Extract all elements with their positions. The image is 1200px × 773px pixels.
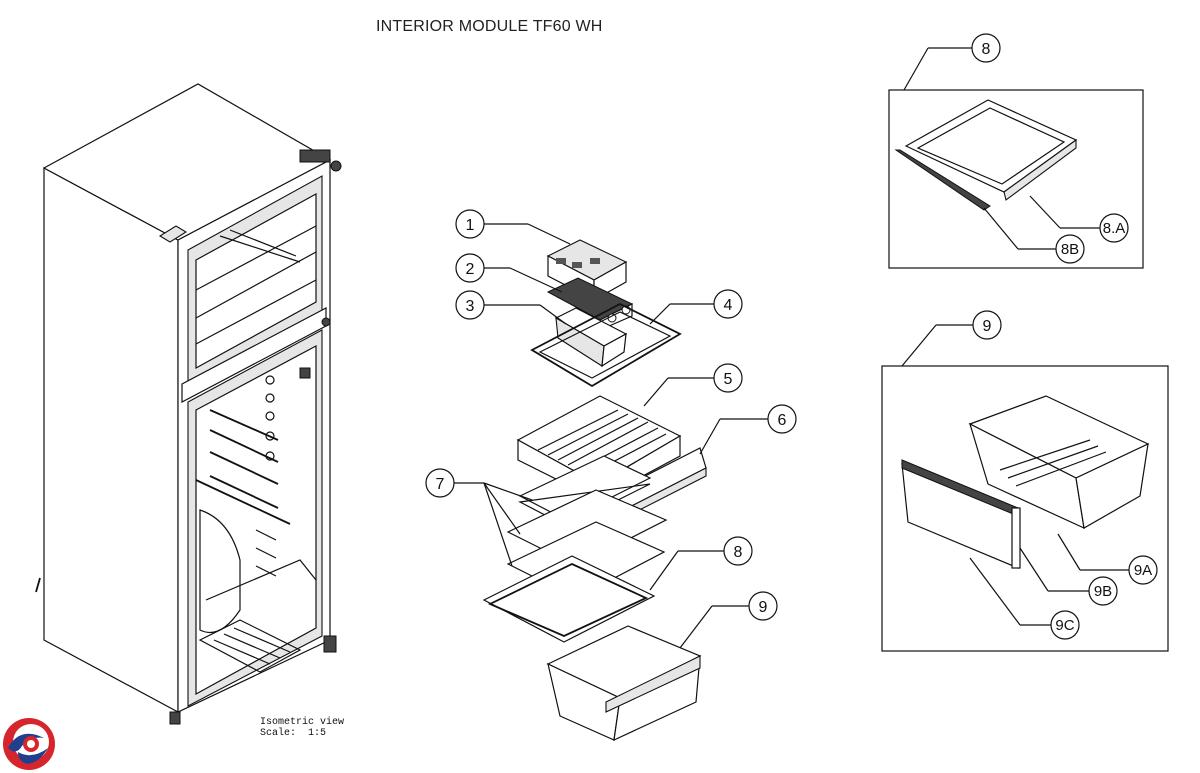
scale-label: Scale: 1:5 (260, 728, 327, 739)
part-4-freezer-frame (530, 302, 682, 388)
callout-2: 2 (455, 253, 563, 293)
callout-8: 8 (649, 536, 753, 591)
refrigerator-isometric (35, 83, 342, 725)
svg-text:3: 3 (466, 298, 475, 315)
svg-text:9: 9 (759, 599, 768, 616)
callout-1: 1 (455, 209, 571, 245)
detail-box-8: 8 8.A 8B (888, 33, 1144, 269)
svg-text:9B: 9B (1094, 583, 1112, 600)
svg-text:4: 4 (724, 297, 733, 314)
part-9-crisper-drawer (546, 625, 702, 742)
svg-text:2: 2 (466, 261, 475, 278)
svg-text:9C: 9C (1055, 617, 1074, 634)
callout-5: 5 (643, 363, 743, 407)
svg-text:9A: 9A (1134, 562, 1152, 579)
svg-text:8: 8 (982, 41, 991, 58)
svg-text:8.A: 8.A (1103, 220, 1126, 237)
svg-text:8: 8 (734, 544, 743, 561)
svg-text:9: 9 (983, 318, 992, 335)
view-note: Isometric view Scale: 1:5 (260, 717, 344, 739)
detail-box-9: 9 9A 9B 9C (881, 310, 1169, 652)
svg-text:7: 7 (436, 476, 445, 493)
brand-logo (3, 718, 55, 770)
svg-text:5: 5 (724, 371, 733, 388)
callout-9: 9 (679, 591, 778, 649)
callout-7: 7 (425, 468, 533, 567)
callout-3: 3 (455, 290, 567, 325)
part-8-crisper-cover (482, 555, 656, 643)
svg-text:1: 1 (466, 217, 475, 234)
svg-text:6: 6 (778, 412, 787, 429)
callout-6: 6 (699, 404, 797, 455)
view-label: Isometric view (260, 717, 345, 728)
diagram-title: INTERIOR MODULE TF60 WH (376, 18, 603, 35)
callout-4: 4 (649, 289, 743, 325)
svg-text:8B: 8B (1061, 241, 1079, 258)
